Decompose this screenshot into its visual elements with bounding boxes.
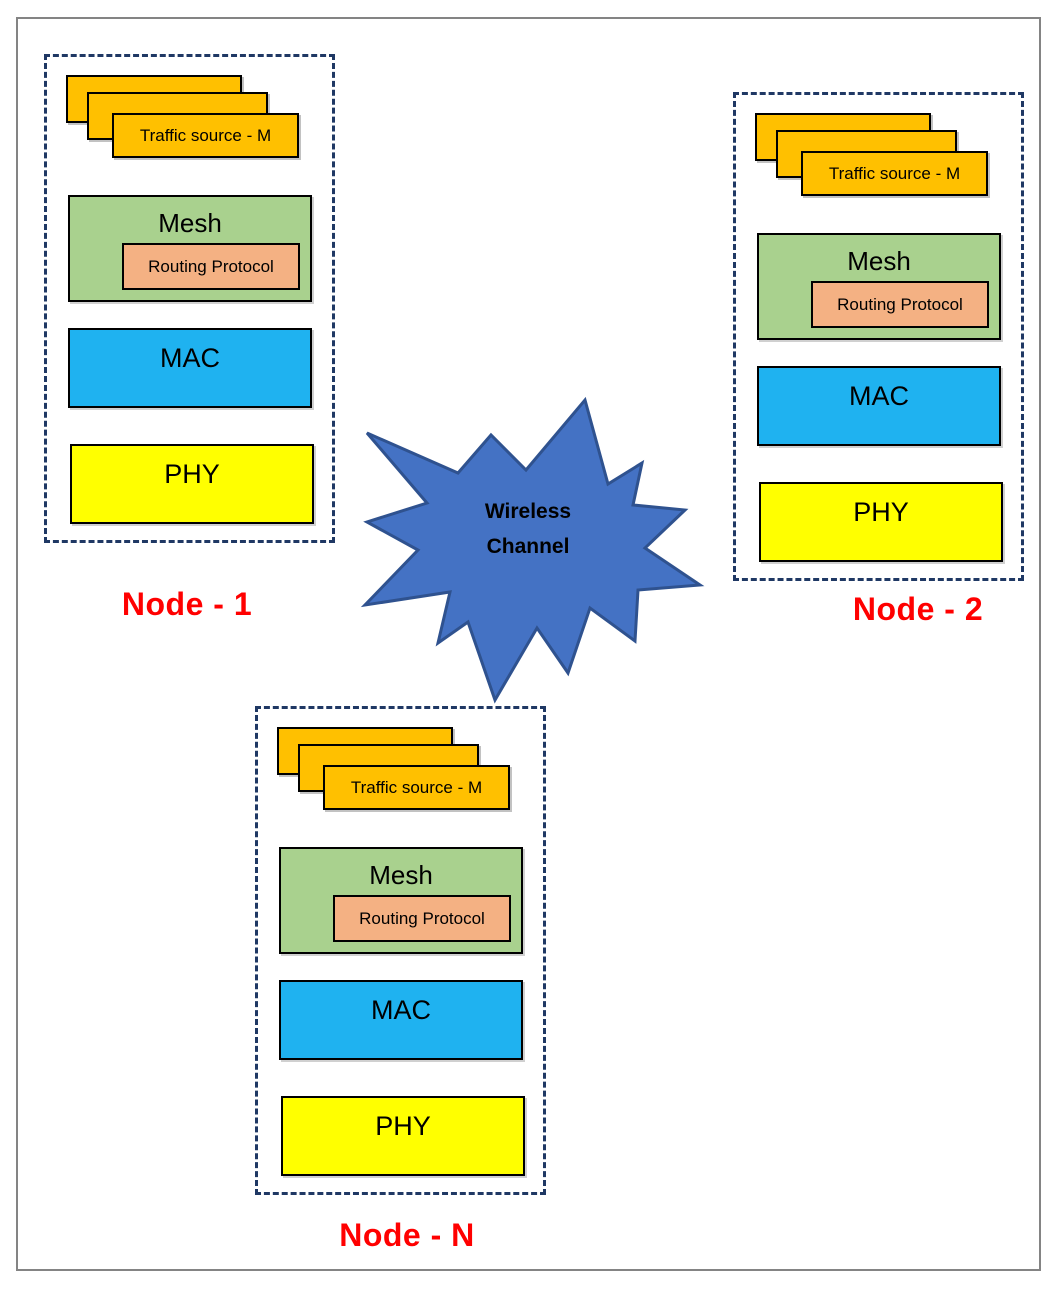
- node-1-box: Traffic source - M Mesh Routing Protocol…: [44, 54, 335, 543]
- traffic-source-card-front: Traffic source - M: [323, 765, 510, 810]
- mac-label: MAC: [371, 995, 431, 1025]
- phy-label: PHY: [375, 1111, 431, 1141]
- mac-layer: MAC: [68, 328, 312, 408]
- phy-label: PHY: [164, 459, 220, 489]
- wireless-channel-line2: Channel: [486, 535, 570, 558]
- phy-layer: PHY: [70, 444, 314, 524]
- traffic-source-label: Traffic source - M: [350, 777, 483, 797]
- node-1-label: Node - 1: [121, 586, 253, 622]
- traffic-source-card-front: Traffic source - M: [112, 113, 299, 158]
- traffic-source-label: Traffic source - M: [828, 163, 961, 183]
- traffic-source-card-front: Traffic source - M: [801, 151, 988, 196]
- node-2-label: Node - 2: [852, 591, 984, 627]
- traffic-source-label: Traffic source - M: [139, 125, 272, 145]
- mesh-layer: Mesh Routing Protocol: [68, 195, 312, 302]
- mesh-layer: Mesh Routing Protocol: [757, 233, 1001, 340]
- mac-layer: MAC: [279, 980, 523, 1060]
- node-2-box: Traffic source - M Mesh Routing Protocol…: [733, 92, 1024, 581]
- mac-label: MAC: [849, 381, 909, 411]
- mac-label: MAC: [160, 343, 220, 373]
- mesh-label: Mesh: [369, 860, 433, 890]
- wireless-channel-burst: [360, 396, 705, 704]
- mac-layer: MAC: [757, 366, 1001, 446]
- routing-protocol-box: Routing Protocol: [122, 243, 300, 290]
- phy-layer: PHY: [281, 1096, 525, 1176]
- burst-shape: [360, 396, 705, 704]
- mesh-label: Mesh: [847, 246, 911, 276]
- mesh-label: Mesh: [158, 208, 222, 238]
- node-n-box: Traffic source - M Mesh Routing Protocol…: [255, 706, 546, 1195]
- routing-protocol-label: Routing Protocol: [359, 908, 485, 928]
- mesh-layer: Mesh Routing Protocol: [279, 847, 523, 954]
- page-border: [16, 17, 1041, 1271]
- wireless-channel-label: Wireless Channel: [428, 494, 628, 564]
- phy-label: PHY: [853, 497, 909, 527]
- node-n-label: Node - N: [339, 1217, 475, 1253]
- routing-protocol-box: Routing Protocol: [811, 281, 989, 328]
- wireless-channel-line1: Wireless: [484, 500, 572, 523]
- phy-layer: PHY: [759, 482, 1003, 562]
- routing-protocol-box: Routing Protocol: [333, 895, 511, 942]
- routing-protocol-label: Routing Protocol: [837, 294, 963, 314]
- routing-protocol-label: Routing Protocol: [148, 256, 274, 276]
